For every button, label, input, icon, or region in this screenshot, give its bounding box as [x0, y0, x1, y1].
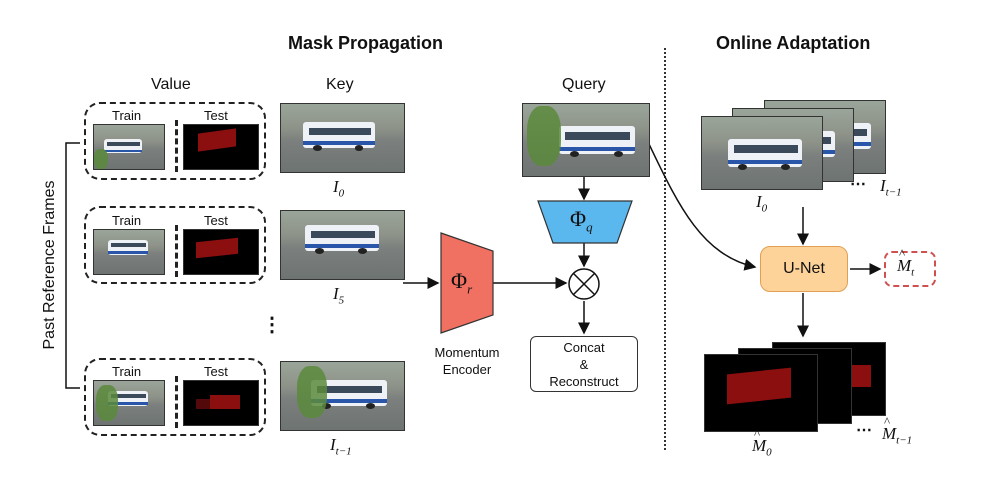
train-frame-thumbnail — [93, 124, 165, 170]
train-label: Train — [112, 108, 142, 123]
unet-block: U-Net — [760, 246, 848, 292]
combine-cross-b — [572, 272, 596, 296]
momentum-encoder-shape — [440, 232, 494, 334]
output-mask-label: ^Mt — [897, 246, 915, 279]
momentum-encoder-symbol: Φr — [451, 268, 473, 297]
key-frame-label: It−1 — [330, 435, 352, 458]
key-frame-image — [280, 210, 405, 280]
query-encoder-symbol: Φq — [570, 206, 593, 235]
train-frame-thumbnail — [93, 229, 165, 275]
bus-shape — [728, 139, 802, 170]
query-encoder-shape — [537, 200, 633, 244]
value-column-title: Value — [151, 76, 191, 93]
more-frames-ellipsis: ⋮ — [262, 314, 282, 336]
mask-stack-dots: ⋯ — [856, 422, 872, 439]
tree-shape — [297, 366, 327, 418]
bus-shape — [303, 122, 375, 151]
tree-shape — [96, 385, 118, 421]
train-label: Train — [112, 213, 142, 228]
test-mask-thumbnail — [183, 229, 259, 275]
query-frame-image — [522, 103, 650, 177]
mask-first-label: ^M0 — [752, 426, 772, 459]
concat-reconstruct-box: Concat & Reconstruct — [530, 336, 638, 392]
value-pair-box — [84, 102, 266, 180]
key-frame-image — [280, 361, 405, 431]
value-pair-box — [84, 358, 266, 436]
test-label: Test — [204, 213, 228, 228]
train-label: Train — [112, 364, 142, 379]
online-adaptation-heading: Online Adaptation — [716, 33, 871, 53]
pair-separator — [175, 225, 178, 277]
arrow-query-to-unet — [647, 141, 757, 271]
pair-separator — [175, 120, 178, 172]
section-divider — [664, 48, 666, 450]
momentum-encoder-label: Momentum Encoder — [434, 345, 500, 377]
key-frame-label: I0 — [333, 177, 345, 200]
test-label: Test — [204, 108, 228, 123]
online-first-frame-label: I0 — [756, 192, 768, 215]
bus-shape — [305, 225, 379, 254]
bus-shape — [559, 126, 635, 157]
pair-separator — [175, 376, 178, 428]
test-mask-thumbnail — [183, 124, 259, 170]
bus-shape — [108, 391, 148, 406]
mask-blob — [849, 365, 871, 387]
output-mask-box — [884, 251, 936, 287]
mask-stack-front — [704, 354, 818, 432]
mask-blob — [196, 237, 238, 259]
reference-bracket — [65, 142, 80, 389]
online-frame-stack-front — [701, 116, 823, 190]
key-frame-image — [280, 103, 405, 173]
mask-blob — [727, 367, 791, 405]
tree-shape — [527, 106, 561, 166]
online-frames-dots: ⋯ — [850, 176, 866, 193]
query-column-title: Query — [562, 76, 606, 93]
mask-propagation-heading: Mask Propagation — [288, 33, 444, 53]
test-label: Test — [204, 364, 228, 379]
test-mask-thumbnail — [183, 380, 259, 426]
key-column-title: Key — [326, 76, 354, 93]
bus-shape — [104, 139, 142, 153]
online-last-frame-label: It−1 — [880, 176, 902, 199]
tree-shape — [94, 149, 108, 169]
mask-last-label: ^Mt−1 — [882, 414, 913, 447]
mask-blob — [198, 128, 236, 152]
value-pair-box — [84, 206, 266, 284]
mask-blob — [210, 395, 240, 409]
bus-shape — [108, 240, 148, 255]
mask-blob-speckle — [196, 399, 210, 409]
key-frame-label: I5 — [333, 284, 345, 307]
train-frame-thumbnail — [93, 380, 165, 426]
